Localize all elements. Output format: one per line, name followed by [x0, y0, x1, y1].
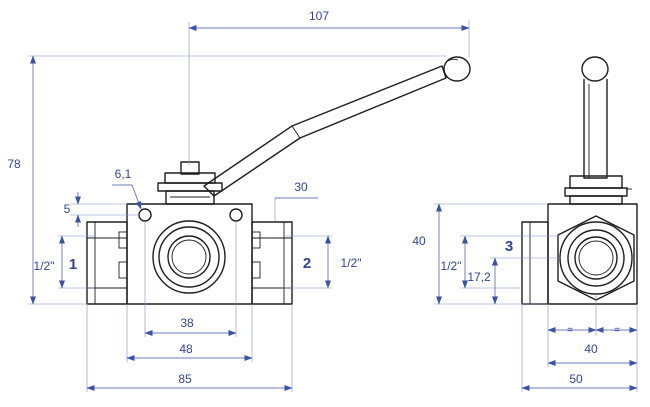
dim-17-2-label: 17,2	[467, 270, 491, 284]
side-view	[521, 56, 638, 305]
dim-6-1-label: 6,1	[115, 167, 132, 181]
dim-5-label: 5	[64, 202, 71, 216]
side-body	[521, 203, 638, 305]
side-lever	[581, 56, 609, 179]
dim-equal-right-label: =	[614, 325, 620, 336]
dim-38-label: 38	[180, 316, 194, 330]
dim-side-thread-label: 1/2"	[441, 259, 462, 273]
dimensions-side: 40 1/2" 17,2 3 = = 40 50	[412, 203, 638, 392]
dim-side-width-40-label: 40	[584, 342, 598, 356]
right-port	[251, 221, 293, 305]
port-3-label: 3	[505, 238, 513, 255]
dim-85-label: 85	[178, 372, 192, 386]
dim-side-50-label: 50	[569, 372, 583, 386]
dimensions-front: 107 78 6,1 5 30 1/2" 1/2" 1 2	[7, 9, 470, 392]
side-stem	[564, 175, 632, 205]
dim-thread-left-label: 1/2"	[34, 259, 55, 273]
valve-body	[126, 203, 253, 305]
dim-30-label: 30	[294, 180, 308, 194]
stem-nut	[157, 161, 223, 205]
dim-equal-left-label: =	[567, 325, 573, 336]
lever-handle	[203, 56, 471, 197]
dim-78-label: 78	[7, 157, 21, 171]
dim-107-label: 107	[309, 9, 329, 23]
dim-thread-right-label: 1/2"	[341, 256, 362, 270]
dim-48-label: 48	[179, 342, 193, 356]
front-view	[86, 56, 471, 305]
port-2-label: 2	[303, 255, 311, 272]
dim-side-40-label: 40	[412, 234, 426, 248]
port-1-label: 1	[69, 256, 77, 273]
left-port	[86, 221, 128, 305]
